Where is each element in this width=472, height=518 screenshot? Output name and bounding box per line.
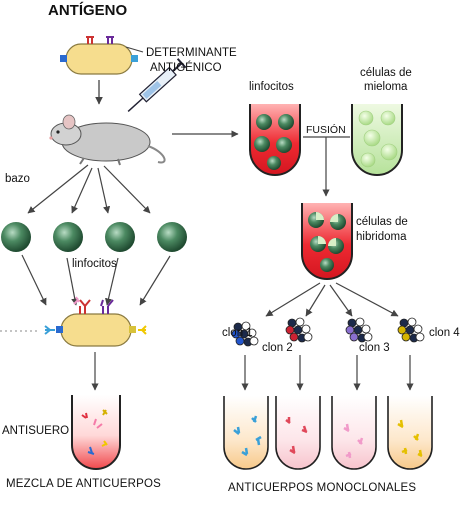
clone-cell	[349, 332, 359, 342]
antigen-antibody-complex	[0, 296, 147, 347]
clone-cell	[401, 332, 411, 342]
clone-cell	[361, 324, 371, 334]
determinant-label-line2: ANTIGÉNICO	[150, 62, 222, 74]
hybridoma-label-line2: hibridoma	[356, 231, 407, 243]
antigenic-determinant-icon	[60, 36, 138, 62]
antiserum-tube	[71, 395, 121, 470]
clone-cell	[413, 324, 423, 334]
hybridoma-label: células de	[356, 216, 408, 228]
myeloma-label: células de	[360, 67, 412, 79]
monoclonal-tube-4	[387, 396, 433, 470]
antigen-cell-top	[60, 36, 138, 75]
clone-cell	[355, 317, 365, 327]
clone-1-cluster	[231, 321, 259, 347]
monoclonal-tube-3	[331, 396, 377, 470]
hybridoma-tube	[301, 203, 353, 280]
clone-cell	[247, 328, 257, 338]
fusion-bracket	[303, 136, 350, 197]
syringe-icon	[127, 58, 187, 112]
monoclonal-caption: ANTICUERPOS MONOCLONALES	[228, 482, 417, 494]
clone-3-label: clon 3	[359, 342, 390, 354]
spleen-arrows	[21, 164, 171, 306]
myeloma-tube	[351, 104, 403, 176]
clone-cell	[249, 336, 259, 346]
clone-cell	[301, 324, 311, 334]
clone-arrows	[241, 282, 414, 391]
clone-4-label: clon 4	[429, 327, 460, 339]
clone-cell	[241, 321, 251, 331]
antiserum-label: ANTISUERO	[2, 425, 70, 437]
determinant-label: DETERMINANTE	[146, 47, 237, 59]
clone-4-cluster	[397, 317, 425, 343]
clone-2-label: clon 2	[262, 342, 293, 354]
clone-cell	[303, 332, 313, 342]
clone-clusters	[231, 317, 425, 347]
clone-cell	[407, 317, 417, 327]
myeloma-label-line2: mieloma	[364, 81, 408, 93]
clone-2-cluster	[285, 317, 313, 343]
lymphocytes-row	[1, 222, 187, 252]
antibody-mix-caption: MEZCLA DE ANTICUERPOS	[6, 478, 162, 490]
clone-3-cluster	[345, 317, 373, 343]
mouse-icon	[49, 114, 166, 166]
lymphocytes-tube	[249, 104, 301, 176]
lymphocytes-mid-label: linfocitos	[72, 258, 117, 270]
lymphocytes-label: linfocitos	[249, 81, 294, 93]
clone-1-label: clon 1	[222, 327, 253, 339]
monoclonal-tube-2	[275, 396, 321, 470]
clone-cell	[289, 332, 299, 342]
spleen-label: bazo	[5, 173, 30, 185]
clone-cell	[363, 332, 373, 342]
diagram-title: ANTÍGENO	[48, 2, 128, 19]
fusion-label: FUSIÓN	[306, 124, 346, 136]
clone-cell	[415, 332, 425, 342]
monoclonal-tube-1	[223, 396, 269, 470]
clone-cell	[295, 317, 305, 327]
